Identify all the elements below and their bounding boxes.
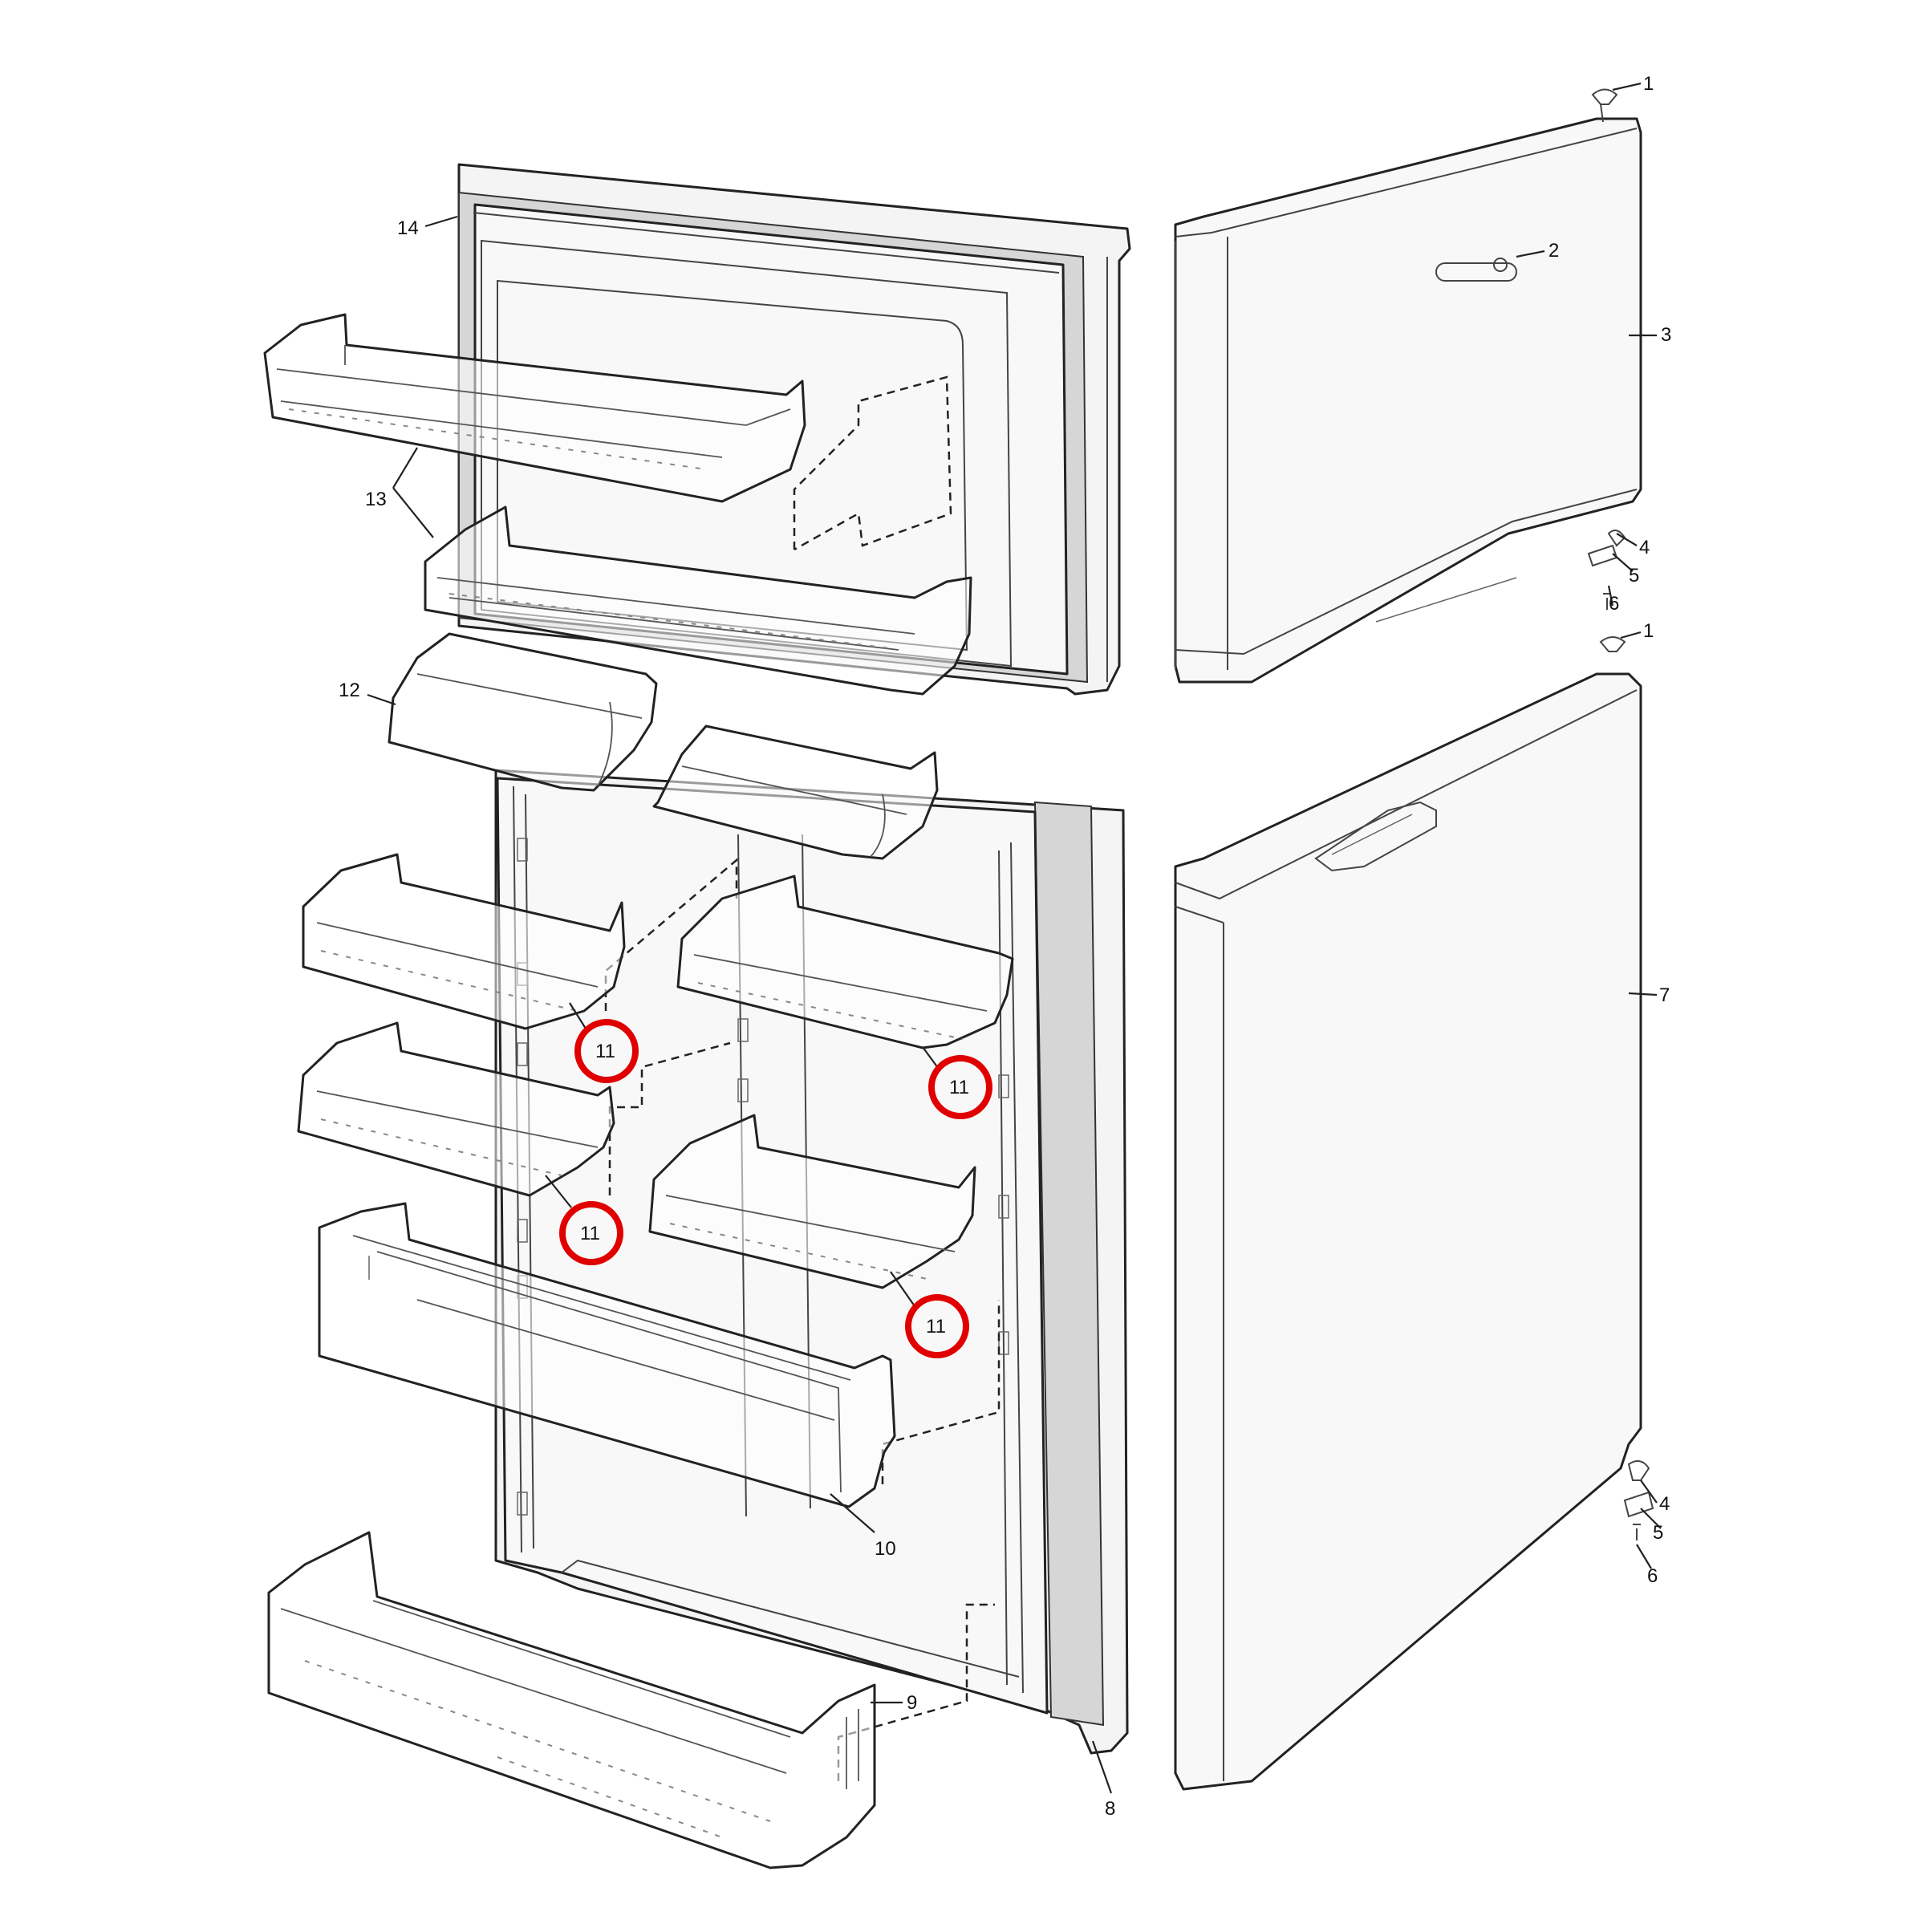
door-shelf-11-lower-left [297,1021,615,1197]
door-shelf-11-upper-right [676,875,1014,1049]
label-part-14: 14 [397,217,419,239]
highlight-circles [559,1019,992,1358]
label-part-10: 10 [875,1538,896,1560]
label-part-1-top: 1 [1643,73,1654,95]
highlight-circle-11b [928,1055,992,1119]
dairy-compartment-left [388,632,658,792]
highlight-circle-11a [574,1019,639,1083]
label-part-11d: 11 [926,1316,946,1337]
label-part-3: 3 [1661,324,1671,346]
door-bottle-shelf-9 [267,1531,876,1869]
part-number-labels: 1 2 3 4 5 6 1 7 4 5 6 8 9 10 11 11 11 11… [339,73,1671,1820]
dairy-compartment-right [652,724,939,860]
label-part-4-upper: 4 [1639,537,1650,558]
label-part-11b: 11 [949,1077,969,1098]
label-part-11a: 11 [595,1041,615,1062]
freezer-door-shelf-upper [263,313,806,503]
label-part-5-upper: 5 [1629,565,1639,586]
highlight-circle-11c [559,1201,623,1265]
label-part-6-upper: 6 [1609,593,1619,615]
door-shelf-11-upper-left [302,853,626,1030]
label-part-13: 13 [365,489,387,510]
label-part-5-lower: 5 [1653,1522,1663,1544]
label-part-2: 2 [1548,240,1559,262]
brand-badge [1435,262,1517,282]
fridge-door-exterior [1174,672,1642,1791]
label-part-11c: 11 [580,1223,600,1244]
freezer-door-shelf-lower [424,505,972,696]
label-part-4-lower: 4 [1659,1493,1670,1515]
label-part-6-lower: 6 [1647,1565,1658,1587]
leader-lines [367,82,1662,1794]
highlight-circle-11d [905,1294,969,1358]
door-shelf-10 [318,1202,896,1508]
label-part-9: 9 [907,1692,917,1714]
label-part-1-middle: 1 [1643,620,1654,642]
freezer-door-exterior [1174,117,1642,684]
hinge-hardware-lower [1623,1460,1654,1540]
door-shelf-11-lower-right [648,1114,976,1289]
label-part-7: 7 [1659,984,1670,1006]
label-part-8: 8 [1105,1798,1115,1820]
label-part-12: 12 [339,680,360,701]
